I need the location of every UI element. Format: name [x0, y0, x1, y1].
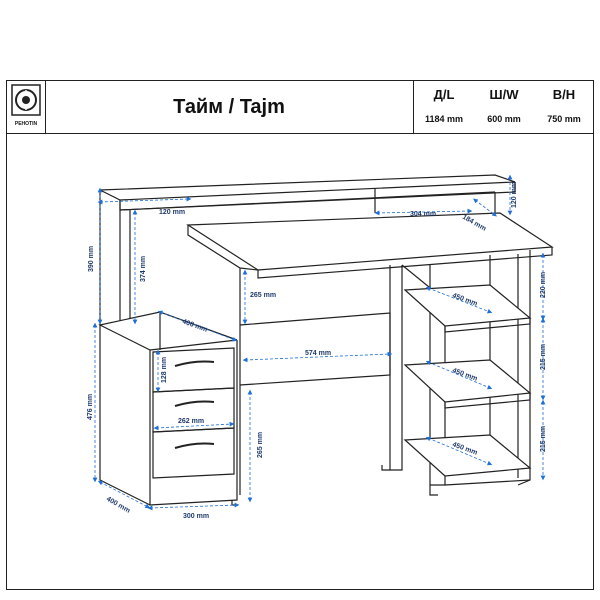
dimensions-table: Д/L 1184 mm Ш/W 600 mm В/H 750 mm — [414, 81, 594, 133]
dim-label-476: 476 mm — [87, 394, 94, 420]
dim-label-215-a: 215 mm — [540, 344, 547, 370]
dimension-label: Ш/W — [489, 87, 519, 102]
dimension-value: 1184 mm — [424, 114, 464, 124]
dim-label-128: 128 mm — [161, 357, 168, 383]
brand-logo-icon — [11, 84, 41, 116]
dimension-value: 600 mm — [487, 114, 521, 124]
dimension-label: Д/L — [433, 87, 455, 102]
dimension-width: Ш/W 600 mm — [474, 81, 534, 133]
dim-label-300: 300 mm — [183, 513, 209, 520]
title-block: PEHOTIN Тайм / Tajm Д/L 1184 mm Ш/W 600 … — [7, 81, 593, 134]
dim-label-120-right: 120 mm — [511, 182, 518, 208]
dim-label-215-b: 215 mm — [540, 426, 547, 452]
dim-label-220: 220 mm — [540, 272, 547, 298]
dim-label-265-lower: 265 mm — [257, 432, 264, 458]
dim-label-390: 390 mm — [88, 246, 95, 272]
dim-label-400-base: 400 mm — [105, 496, 131, 515]
brand-logo-cell: PEHOTIN — [7, 81, 46, 133]
dim-label-265-upper: 265 mm — [250, 292, 276, 299]
dim-label-120-top: 120 mm — [159, 209, 185, 216]
dimension-value: 750 mm — [547, 114, 581, 124]
dim-label-262: 262 mm — [178, 418, 204, 425]
brand-name: PEHOTIN — [14, 121, 38, 127]
product-title: Тайм / Tajm — [45, 81, 414, 133]
dim-label-574: 574 mm — [305, 350, 331, 357]
dimension-length: Д/L 1184 mm — [414, 81, 474, 133]
dim-label-374: 374 mm — [140, 256, 147, 282]
drawing-sheet: PEHOTIN Тайм / Tajm Д/L 1184 mm Ш/W 600 … — [6, 80, 594, 590]
dimension-height: В/H 750 mm — [534, 81, 594, 133]
dimension-lines — [92, 174, 546, 511]
dim-label-304: 304 mm — [410, 211, 436, 218]
dimension-label: В/H — [552, 87, 576, 102]
